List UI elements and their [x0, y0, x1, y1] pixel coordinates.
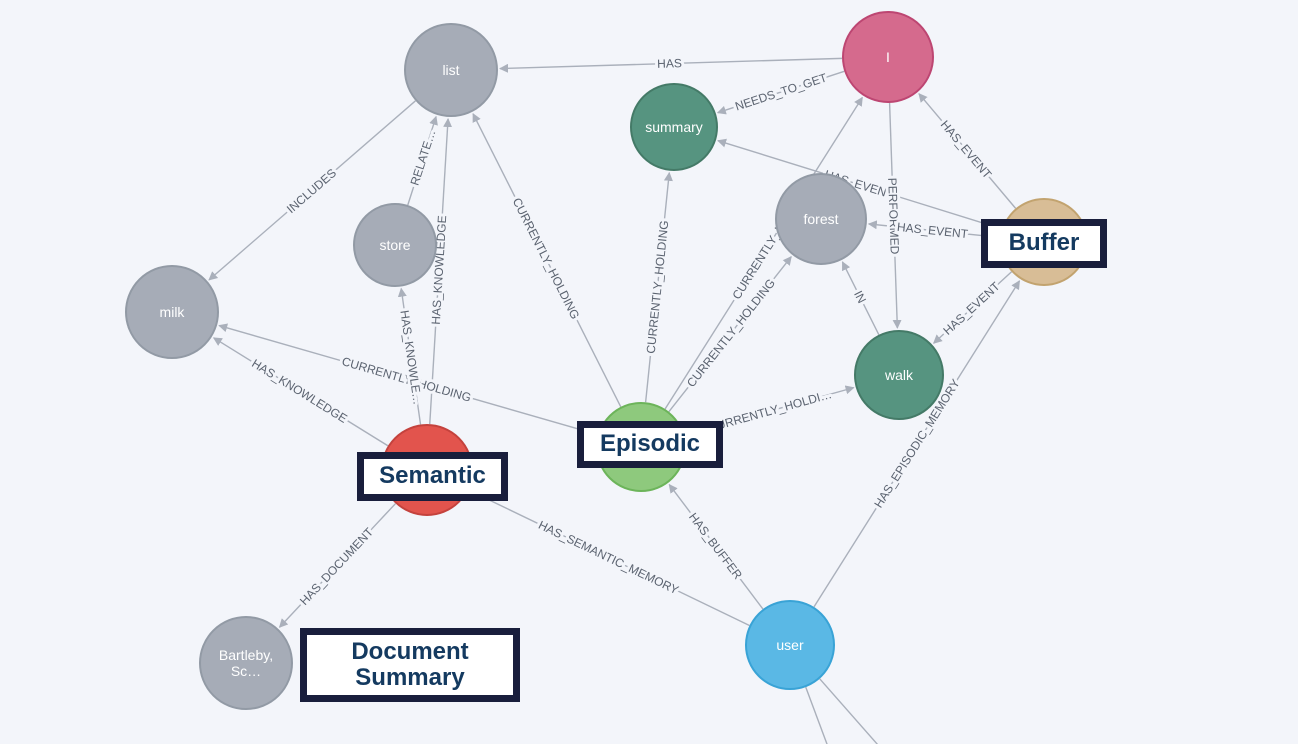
node-summary[interactable]: summary	[630, 83, 718, 171]
node-label-store: store	[379, 237, 410, 253]
node-forest[interactable]: forest	[775, 173, 867, 265]
edge-label-episodic-summary: CURRENTLY_HOLDING	[644, 220, 672, 355]
node-doc[interactable]: Bartleby,Sc…	[199, 616, 293, 710]
edge-label-i-walk: PERFORMED	[885, 177, 902, 254]
edge-buffer-summary[interactable]	[717, 138, 1003, 230]
edge-i-list[interactable]	[499, 57, 843, 73]
edge-label-semantic-milk: HAS_KNOWLEDGE	[249, 356, 349, 426]
edge-semantic-store[interactable]	[397, 287, 422, 425]
node-i[interactable]: I	[842, 11, 934, 103]
edge-label-user-semantic: HAS_SEMANTIC_MEMORY	[536, 518, 681, 597]
node-label-doc: Bartleby,Sc…	[219, 647, 273, 679]
node-store[interactable]: store	[353, 203, 437, 287]
edge-user-semantic[interactable]	[469, 490, 750, 627]
edge-buffer-i[interactable]	[918, 93, 1017, 209]
edge-label-episodic-walk: CURRENTLY_HOLDI…	[707, 387, 834, 435]
edge-episodic-i[interactable]	[664, 96, 863, 410]
node-label-i: I	[886, 49, 890, 65]
edge-label-i-list: HAS	[657, 56, 682, 71]
edges-layer	[208, 57, 1021, 744]
edge-label-i-summary: NEEDS_TO_GET	[733, 70, 829, 113]
node-milk[interactable]: milk	[125, 265, 219, 359]
edge-i-walk[interactable]	[888, 102, 902, 329]
edge-semantic-milk[interactable]	[212, 337, 389, 447]
edge-list-milk[interactable]	[208, 100, 416, 281]
edge-buffer-forest[interactable]	[867, 220, 1001, 239]
edge-episodic-list[interactable]	[472, 112, 622, 408]
edge-semantic-list[interactable]	[429, 118, 453, 425]
node-label-forest: forest	[803, 211, 838, 227]
edge-label-buffer-forest: HAS_EVENT	[896, 220, 969, 241]
edge-label-semantic-store: HAS_KNOWLE…	[397, 309, 424, 405]
edge-episodic-milk[interactable]	[218, 323, 598, 436]
edge-store-list[interactable]	[407, 115, 438, 206]
node-label-user: user	[776, 637, 804, 653]
edge-label-walk-forest: IN	[851, 289, 869, 306]
edge-label-semantic-doc: HAS_DOCUMENT	[297, 525, 377, 608]
node-buffer[interactable]	[1000, 198, 1088, 286]
node-list[interactable]: list	[404, 23, 498, 117]
edge-label-store-list: RELATE…	[408, 128, 439, 187]
edge-label-buffer-i: HAS_EVENT	[938, 118, 995, 182]
edge-user-episodic[interactable]	[668, 483, 764, 610]
edge-episodic-forest[interactable]	[668, 255, 792, 413]
node-label-summary: summary	[645, 119, 703, 135]
node-episodic[interactable]	[596, 402, 686, 492]
edge-i-summary[interactable]	[716, 70, 845, 115]
node-user[interactable]: user	[745, 600, 835, 690]
edge-episodic-summary[interactable]	[644, 171, 673, 403]
edge-user-off2[interactable]	[819, 678, 920, 744]
edge-label-buffer-walk: HAS_EVENT	[940, 279, 1003, 338]
node-label-walk: walk	[884, 367, 914, 383]
node-label-list: list	[442, 62, 459, 78]
edge-user-off1[interactable]	[805, 686, 845, 744]
edge-label-episodic-list: CURRENTLY_HOLDING	[510, 196, 583, 322]
edge-semantic-doc[interactable]	[278, 503, 397, 628]
edge-walk-forest[interactable]	[841, 261, 880, 336]
node-semantic[interactable]	[381, 424, 473, 516]
edge-label-user-episodic: HAS_BUFFER	[686, 510, 745, 582]
edge-user-buffer[interactable]	[813, 280, 1021, 608]
edge-label-list-milk: INCLUDES	[284, 166, 339, 216]
node-walk[interactable]: walk	[854, 330, 944, 420]
node-label-milk: milk	[160, 304, 186, 320]
edge-buffer-walk[interactable]	[932, 271, 1013, 344]
